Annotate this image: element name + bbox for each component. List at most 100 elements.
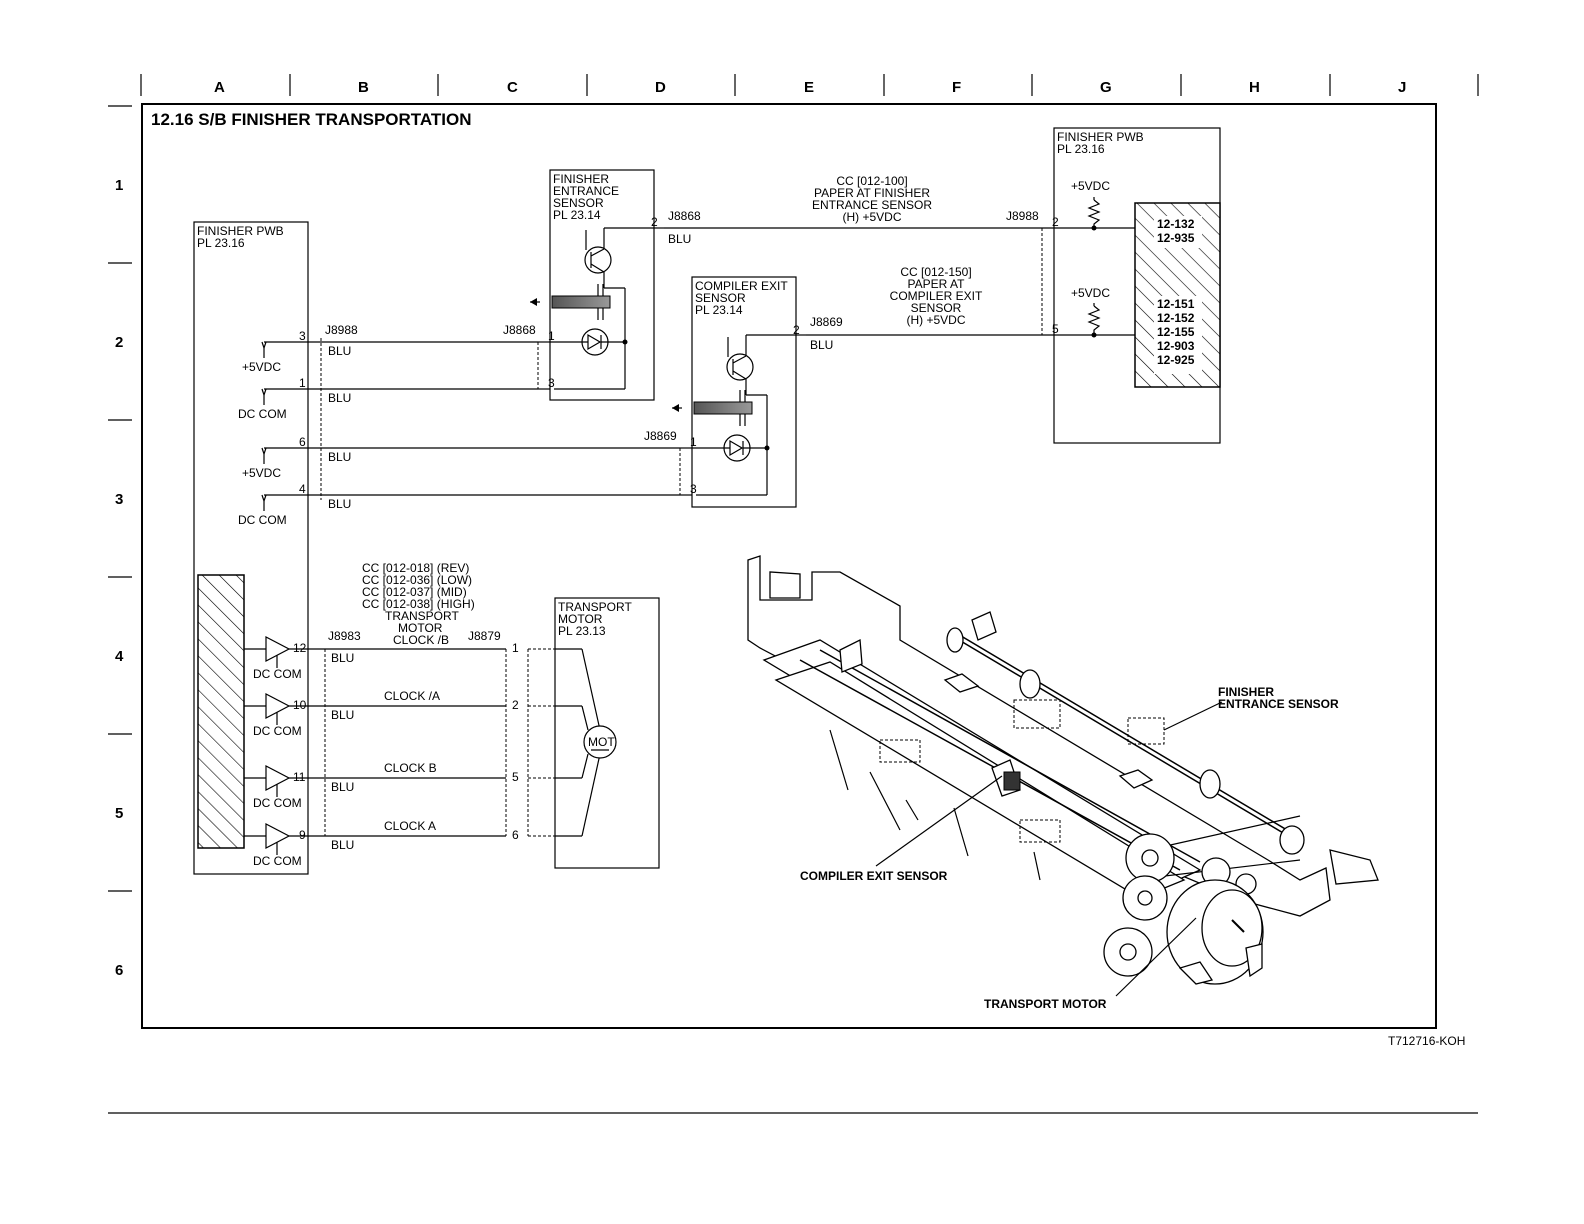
connector-label: J8869 bbox=[810, 315, 843, 329]
pin-number: 1 bbox=[548, 329, 555, 343]
signal-line: CC [012-150] bbox=[900, 265, 971, 279]
wire-color: BLU bbox=[328, 344, 351, 358]
entrance-signal-label: CC [012-100] PAPER AT FINISHER ENTRANCE … bbox=[812, 174, 932, 224]
driver-ground: DC COM bbox=[253, 854, 302, 868]
status-code: 12-151 bbox=[1157, 297, 1195, 311]
right-pwb-pl: PL 23.16 bbox=[1057, 142, 1105, 156]
pin-number: 1 bbox=[299, 376, 306, 390]
compiler-exit-sensor: COMPILER EXIT SENSOR PL 23.14 bbox=[672, 276, 806, 508]
wire-color: BLU bbox=[810, 338, 833, 352]
pin-number: 3 bbox=[690, 482, 697, 496]
pin-number: 2 bbox=[793, 323, 800, 337]
motor-symbol: MOT bbox=[588, 735, 615, 749]
connector-label: J8868 bbox=[503, 323, 536, 337]
signal-line: MOTOR bbox=[398, 621, 443, 635]
driver-ground: DC COM bbox=[253, 667, 302, 681]
signal-line: PAPER AT bbox=[908, 277, 966, 291]
signal-line: TRANSPORT bbox=[385, 609, 459, 623]
row-label: 4 bbox=[115, 648, 124, 665]
row-label: 2 bbox=[115, 334, 123, 351]
callout-transport-motor: TRANSPORT MOTOR bbox=[984, 997, 1107, 1011]
signal-line: ENTRANCE SENSOR bbox=[812, 198, 932, 212]
wire-color: BLU bbox=[668, 232, 691, 246]
pin-number: 3 bbox=[299, 329, 306, 343]
wire-color: BLU bbox=[331, 838, 354, 852]
pin-number: 10 bbox=[293, 698, 307, 712]
row-label: 6 bbox=[115, 962, 123, 979]
pin-number: 11 bbox=[293, 770, 306, 784]
entrance-sensor-line: SENSOR bbox=[553, 196, 604, 210]
signal-line: CC [012-037] (MID) bbox=[362, 585, 467, 599]
signal-line: SENSOR bbox=[911, 301, 962, 315]
finisher-entrance-sensor: FINISHER ENTRANCE SENSOR PL 23.14 bbox=[530, 169, 664, 401]
connector-label: J8988 bbox=[1006, 209, 1039, 223]
pin-number: 12 bbox=[293, 641, 307, 655]
entrance-sensor-line: ENTRANCE bbox=[553, 184, 619, 198]
pin-number: 2 bbox=[651, 215, 658, 229]
column-label: J bbox=[1398, 79, 1406, 96]
supply-label: +5VDC bbox=[242, 466, 281, 480]
callout-finisher-entrance-sensor: FINISHER bbox=[1218, 685, 1274, 699]
status-code: 12-925 bbox=[1157, 353, 1195, 367]
wire-color: BLU bbox=[331, 708, 354, 722]
motor-wires bbox=[308, 648, 555, 837]
column-label: D bbox=[655, 79, 666, 96]
supply-label: +5VDC bbox=[1071, 179, 1110, 193]
signal-line: CC [012-038] (HIGH) bbox=[362, 597, 475, 611]
wire-signal: CLOCK A bbox=[384, 819, 436, 833]
wire-color: BLU bbox=[328, 497, 351, 511]
compiler-sensor-line: SENSOR bbox=[695, 291, 746, 305]
compiler-sensor-line: COMPILER EXIT bbox=[695, 279, 788, 293]
row-label: 5 bbox=[115, 805, 123, 822]
callout-compiler-exit-sensor: COMPILER EXIT SENSOR bbox=[800, 869, 948, 883]
row-label: 1 bbox=[115, 177, 123, 194]
supply-label: DC COM bbox=[238, 407, 287, 421]
signal-wires bbox=[664, 227, 1048, 336]
pin-number: 5 bbox=[512, 770, 519, 784]
pin-number: 5 bbox=[1052, 322, 1059, 336]
driver-ground: DC COM bbox=[253, 724, 302, 738]
page-title: 12.16 S/B FINISHER TRANSPORTATION bbox=[151, 110, 472, 129]
column-label: H bbox=[1249, 79, 1260, 96]
transport-motor: TRANSPORT MOTOR PL 23.13 MOT bbox=[554, 597, 660, 869]
compiler-signal-label: CC [012-150] PAPER AT COMPILER EXIT SENS… bbox=[890, 265, 983, 327]
signal-line: (H) +5VDC bbox=[906, 313, 965, 327]
connector-label: J8988 bbox=[325, 323, 358, 337]
zone-grid: A B C D E F G H J 1 2 3 4 5 6 bbox=[108, 74, 1479, 979]
signal-line: COMPILER EXIT bbox=[890, 289, 983, 303]
pin-number: 4 bbox=[299, 482, 306, 496]
status-code: 12-903 bbox=[1157, 339, 1195, 353]
column-label: E bbox=[804, 79, 814, 96]
wire-color: BLU bbox=[328, 391, 351, 405]
sensor-wires bbox=[308, 338, 681, 500]
connector-label: J8869 bbox=[644, 429, 677, 443]
right-finisher-pwb: FINISHER PWB PL 23.16 +5VDC +5VDC 2 5 12… bbox=[1048, 127, 1221, 444]
wire-signal: CLOCK /A bbox=[384, 689, 440, 703]
motor-line: MOTOR bbox=[558, 612, 603, 626]
motor-line: PL 23.13 bbox=[558, 624, 606, 638]
driver-ground: DC COM bbox=[253, 796, 302, 810]
wire-signal: CLOCK B bbox=[384, 761, 437, 775]
signal-line: PAPER AT FINISHER bbox=[814, 186, 930, 200]
pin-number: 2 bbox=[1052, 215, 1059, 229]
connector-label: J8868 bbox=[668, 209, 701, 223]
column-label: B bbox=[358, 79, 369, 96]
signal-line: CC [012-018] (REV) bbox=[362, 561, 469, 575]
pin-number: 6 bbox=[299, 435, 306, 449]
motor-signal-label: CC [012-018] (REV) CC [012-036] (LOW) CC… bbox=[362, 561, 475, 647]
signal-line: CC [012-100] bbox=[836, 174, 907, 188]
pin-number: 1 bbox=[512, 641, 519, 655]
pin-number: 1 bbox=[690, 435, 697, 449]
column-label: G bbox=[1100, 79, 1112, 96]
wire-color: BLU bbox=[331, 780, 354, 794]
finisher-transport-illustration bbox=[747, 555, 1379, 997]
wire-color: BLU bbox=[328, 450, 351, 464]
signal-line: CLOCK /B bbox=[393, 633, 449, 647]
supply-label: DC COM bbox=[238, 513, 287, 527]
callout-finisher-entrance-sensor: ENTRANCE SENSOR bbox=[1218, 697, 1339, 711]
status-code: 12-152 bbox=[1157, 311, 1195, 325]
status-code: 12-935 bbox=[1157, 231, 1195, 245]
status-code: 12-155 bbox=[1157, 325, 1195, 339]
supply-label: +5VDC bbox=[1071, 286, 1110, 300]
